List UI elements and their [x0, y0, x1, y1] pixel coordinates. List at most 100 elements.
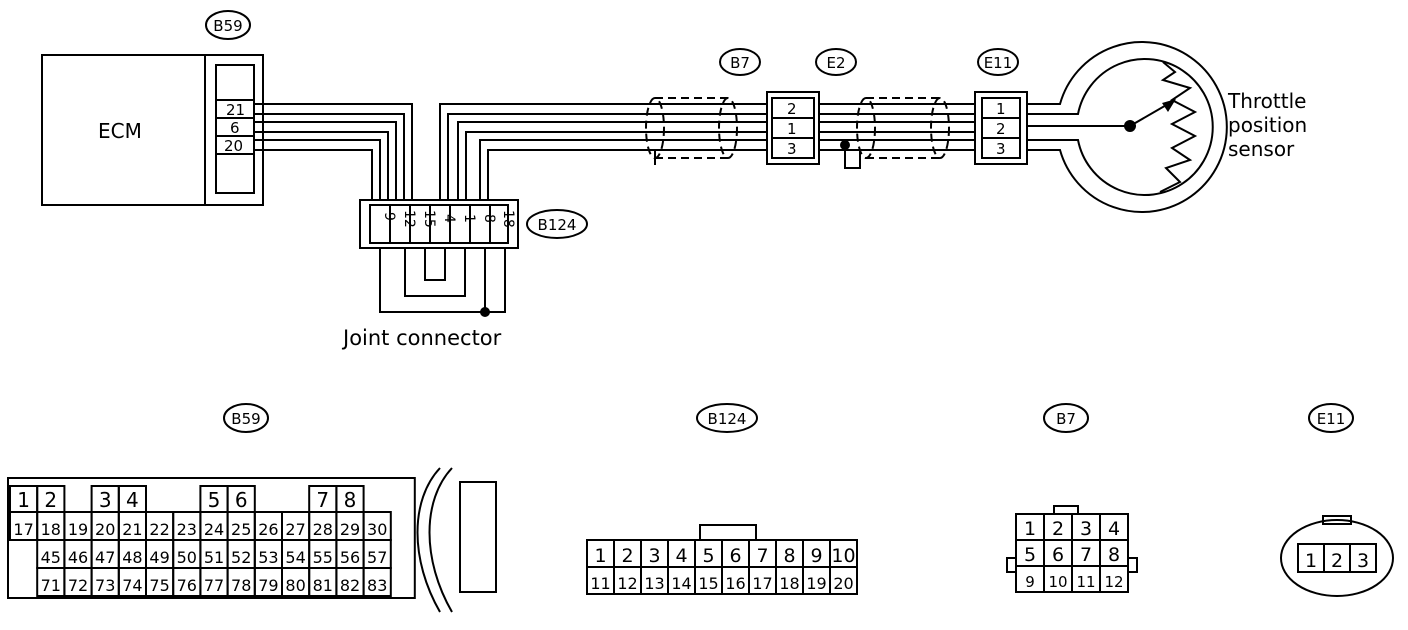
b124-face-pin: 10 — [831, 545, 855, 567]
b59-face-pin: 54 — [285, 548, 305, 567]
b124-face-pin: 12 — [617, 574, 637, 593]
b124-connector-body — [359, 199, 519, 249]
b59-face-pin: 75 — [149, 576, 169, 595]
b124-pin: 18 — [500, 210, 516, 228]
b59-face-pin: 4 — [126, 488, 139, 512]
b124-face-pin: 9 — [810, 545, 822, 567]
b59-face-pin: 71 — [41, 576, 61, 595]
ecm-box — [41, 54, 206, 206]
e11-face-pin: 3 — [1357, 550, 1369, 572]
b59-face-pin: 20 — [95, 520, 115, 539]
b59-face-pin: 76 — [177, 576, 197, 595]
b124-pin: 8 — [481, 214, 497, 223]
b59-face-pin: 79 — [258, 576, 278, 595]
b59-face-pin: 24 — [204, 520, 224, 539]
b59-face-pin: 48 — [122, 548, 142, 567]
b59-pins: 21 6 20 — [215, 99, 255, 155]
b59-face-pin: 21 — [122, 520, 142, 539]
b59-face-pin: 72 — [68, 576, 88, 595]
b59-face-pin: 81 — [313, 576, 333, 595]
b59-face-cell — [362, 567, 392, 597]
b59-face-pin: 23 — [177, 520, 197, 539]
e11-tag-oval — [977, 48, 1019, 76]
e11-face-pin: 2 — [1331, 550, 1343, 572]
shield-1 — [645, 97, 738, 165]
b59-face-pin: 56 — [340, 548, 360, 567]
b59-face-pin: 45 — [41, 548, 61, 567]
b124-pin: 15 — [421, 210, 437, 228]
b59-face-pin: 6 — [235, 488, 248, 512]
b7-face-pin: 6 — [1052, 544, 1064, 566]
e11-pin: 1 — [996, 100, 1006, 118]
b124-face-pin: 6 — [729, 545, 741, 567]
b59-face-pin: 47 — [95, 548, 115, 567]
b7-face-cell — [1099, 565, 1129, 593]
b7-face-pin: 5 — [1024, 544, 1036, 566]
b59-face-pin: 28 — [313, 520, 333, 539]
b124-face-pin: 4 — [675, 545, 687, 567]
b124-face-pin: 1 — [594, 545, 606, 567]
b124-face-pin: 18 — [779, 574, 799, 593]
b124-face-pin: 17 — [752, 574, 772, 593]
b59-face-pin: 3 — [99, 488, 112, 512]
b59-face-pin: 25 — [231, 520, 251, 539]
joint-connector-label: Joint connector — [341, 326, 502, 350]
b59-face-pin: 55 — [313, 548, 333, 567]
b59-face-pin: 46 — [68, 548, 88, 567]
wire-harness-middle — [819, 103, 982, 169]
b7-face-pin: 3 — [1080, 518, 1092, 540]
b59-face-pin: 78 — [231, 576, 251, 595]
b7-pin: 1 — [787, 120, 797, 138]
b7-face-pin: 11 — [1076, 573, 1095, 591]
throttle-position-sensor — [1027, 41, 1228, 213]
b59-face-pin: 52 — [231, 548, 251, 567]
b59-pin: 20 — [224, 137, 243, 155]
b59-face-pin: 2 — [44, 488, 57, 512]
b124-face-pin: 19 — [806, 574, 826, 593]
b124-face-pin: 3 — [648, 545, 660, 567]
b7-face-pin: 4 — [1108, 518, 1120, 540]
b124-face-pin: 20 — [833, 574, 853, 593]
b7-face-pin: 1 — [1024, 518, 1036, 540]
b124-connector-inner — [369, 204, 509, 244]
b59-tag: B59 — [213, 17, 242, 35]
b7-tag: B7 — [730, 54, 750, 72]
e11-face-outline — [1280, 519, 1394, 597]
b7-face-pin: 7 — [1080, 544, 1092, 566]
b59-face-pin: 80 — [285, 576, 305, 595]
b59-pin: 6 — [230, 119, 240, 137]
b59-face-outline — [7, 477, 416, 599]
e2-tag-oval — [815, 48, 857, 76]
joint-connector-loops — [379, 248, 506, 317]
b124-face-pin: 15 — [698, 574, 718, 593]
b124-face-pin: 13 — [644, 574, 664, 593]
b59-face-pin: 73 — [95, 576, 115, 595]
b59-face-pin: 22 — [149, 520, 169, 539]
b59-tag-oval — [205, 10, 251, 40]
b59-face-pin: 50 — [177, 548, 197, 567]
sensor-label-line3: sensor — [1228, 137, 1295, 161]
b59-face-pin: 82 — [340, 576, 360, 595]
e11-tag: E11 — [984, 54, 1013, 72]
b59-face-pin: 57 — [367, 548, 387, 567]
shield-2 — [856, 97, 950, 159]
b59-face-pin: 30 — [367, 520, 387, 539]
b124-face-pin: 8 — [783, 545, 795, 567]
connector-tag-oval — [223, 403, 269, 433]
b59-face-pin: 51 — [204, 548, 224, 567]
b59-face-pin: 83 — [367, 576, 387, 595]
b7-pin: 3 — [787, 140, 797, 158]
b7-tag-oval — [719, 48, 761, 76]
connector-tag: B7 — [1056, 410, 1076, 428]
sensor-label-line2: position — [1228, 113, 1307, 137]
wire-harness-right — [439, 103, 780, 212]
b124-face-pin: 14 — [671, 574, 691, 593]
b7-face-pin: 12 — [1104, 573, 1123, 591]
connector-tag: B124 — [708, 410, 747, 428]
b124-face-cell — [829, 566, 858, 595]
b124-face-pin: 7 — [756, 545, 768, 567]
